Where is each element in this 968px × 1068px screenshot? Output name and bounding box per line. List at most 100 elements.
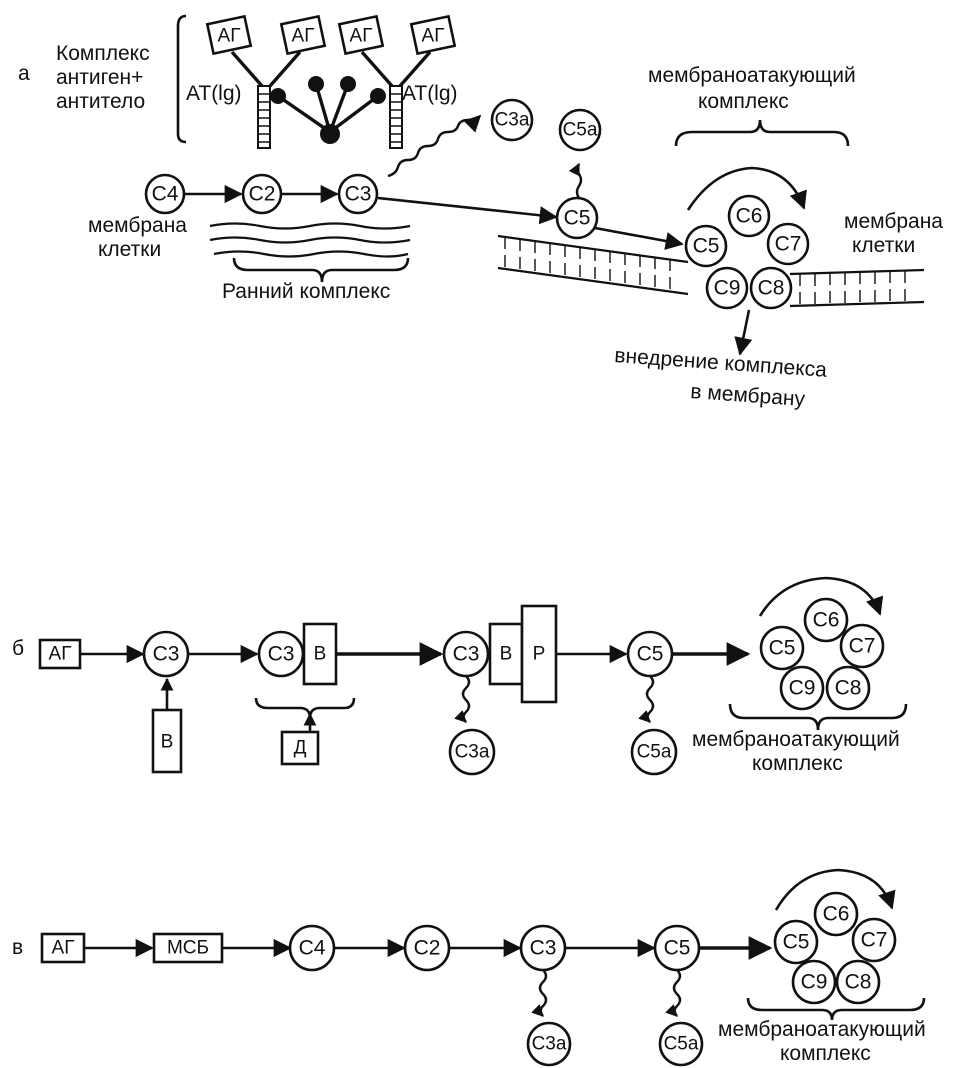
mac-title-line2: комплекс (698, 90, 789, 113)
a-mac-c8-label: C8 (758, 277, 785, 300)
c-mac-c8-label: C8 (845, 971, 872, 994)
c-mac-c7-node (851, 917, 897, 963)
c-mac-brace (746, 997, 926, 1021)
b-mac-c7-node (839, 623, 885, 669)
b-c3bbp-b-box (488, 622, 524, 686)
b-c3-label: C3 (153, 643, 180, 666)
c-mac-c6-label: C6 (823, 903, 850, 926)
a-mac-c9-node (705, 266, 749, 310)
c-mac-curved-arrow (774, 868, 896, 911)
b-c3b-factor-label: B (314, 644, 327, 665)
c1-stalks (277, 83, 380, 134)
b-factor-p-label: P (533, 644, 546, 665)
membrane-left-line2: клетки (98, 238, 161, 261)
panel-c-letter: в (12, 936, 23, 959)
b-factor-d-box (280, 730, 320, 766)
c-c5a-node (658, 1021, 704, 1067)
antibody-label-left: АТ(lg) (186, 82, 242, 105)
panel-a: а Комплекс антиген+ антитело АГ АГ АТ(lg… (18, 14, 943, 411)
complex-label-line1: Комплекс (56, 42, 150, 65)
a-c2-label: C2 (249, 183, 276, 206)
a-mac-c6-label: C6 (736, 205, 763, 228)
a-arrow-c5-mac (594, 226, 684, 250)
b-mac-c6-node (803, 597, 849, 643)
b-mac-c7-label: C7 (849, 635, 876, 658)
b-mac-c8-label: C8 (835, 677, 862, 700)
early-complex-label: Ранний комплекс (222, 280, 390, 303)
c-mac-c5-label: C5 (783, 931, 810, 954)
antigen-label-2: АГ (292, 26, 315, 47)
mac-title-line1: мембраноатакующий (648, 64, 856, 87)
a-c5a-label: C5a (563, 120, 598, 141)
membrane-lower-right (789, 300, 925, 308)
antibody-left-stripes (258, 93, 270, 143)
b-factor-b-box (151, 708, 183, 774)
antigen-box-1 (205, 14, 253, 56)
membrane-left-line1: мембрана (88, 214, 187, 237)
a-c3a-node (490, 98, 534, 142)
insertion-arrow (734, 309, 753, 356)
c-c3a-label: C3a (532, 1034, 567, 1055)
b-mac-c9-node (779, 665, 825, 711)
a-c3a-label: C3a (495, 110, 530, 131)
b-mac-label-line2: комплекс (752, 752, 843, 775)
c-mac-label-line1: мембраноатакующий (718, 1018, 926, 1041)
a-c5-label: C5 (564, 207, 591, 230)
b-mac-label-line1: мембраноатакующий (692, 728, 900, 751)
a-wavy-to-c5a (568, 162, 583, 199)
panel-b: б АГ C3 B C3 B Д C3 B P C3a C5 C5a (12, 576, 908, 776)
b-factor-b-label: B (161, 732, 174, 753)
a-mac-c7-node (766, 222, 810, 266)
antibody-left-arms (230, 50, 302, 88)
c-wavy-to-c3a (531, 969, 548, 1017)
a-c3-node (337, 173, 379, 215)
b-mac-c9-label: C9 (789, 677, 816, 700)
antigen-label-1: АГ (218, 26, 241, 47)
c-c3a-node (526, 1021, 572, 1067)
membrane-lower-left (497, 266, 689, 296)
b-mac-c5-node (759, 625, 805, 671)
b-mac-curved-arrow (758, 576, 884, 617)
c-mac-c9-node (791, 959, 837, 1005)
b-mac-c6-label: C6 (813, 609, 840, 632)
membrane-right-line1: мембрана (844, 210, 943, 233)
b-wavy-to-c5a (638, 675, 655, 723)
membrane-right-tails (799, 271, 906, 304)
a-mac-c7-label: C7 (775, 233, 802, 256)
b-c5a-label: C5a (637, 742, 672, 763)
antibody-right-stem (389, 85, 403, 149)
antigen-box-4 (409, 14, 457, 56)
a-mac-complex: C6 C5 C7 C9 C8 (684, 166, 810, 310)
insertion-line2: в мембрану (690, 380, 807, 411)
c-mac-c8-node (835, 959, 881, 1005)
antibody-right-stripes (390, 93, 402, 143)
b-c3bbp-label: C3 (453, 643, 480, 666)
early-complex-brace (232, 257, 410, 283)
a-c3-label: C3 (345, 183, 372, 206)
c-mac-label-line2: комплекс (780, 1042, 871, 1065)
antigen-label-4: АГ (422, 26, 445, 47)
c-c4-label: C4 (299, 937, 326, 960)
c-mac-c9-label: C9 (801, 971, 828, 994)
b-c3b-label: C3 (268, 643, 295, 666)
a-mac-brace (674, 119, 850, 147)
b-c3a-node (448, 728, 496, 776)
b-factor-p-box (520, 604, 558, 704)
a-wavy-to-c3a (387, 114, 482, 178)
antibody-right-arms (360, 50, 432, 88)
membrane-left-tails (504, 237, 671, 289)
c-msb-label: МСБ (167, 938, 209, 959)
b-antigen-box (38, 638, 82, 670)
antibody-right: АГ АГ (337, 14, 457, 149)
a-mac-c8-node (749, 266, 793, 310)
a-mac-c5-label: C5 (693, 235, 720, 258)
a-arrow-c3-c5 (377, 196, 558, 225)
c-mac-c6-node (813, 891, 859, 937)
membrane-upper-left (497, 234, 689, 264)
b-mac-complex: C6 C5 C7 C9 C8 (758, 576, 885, 711)
c-mac-c7-label: C7 (861, 929, 888, 952)
panel-b-letter: б (12, 637, 24, 660)
a-mac-curved-arrow (686, 166, 807, 211)
